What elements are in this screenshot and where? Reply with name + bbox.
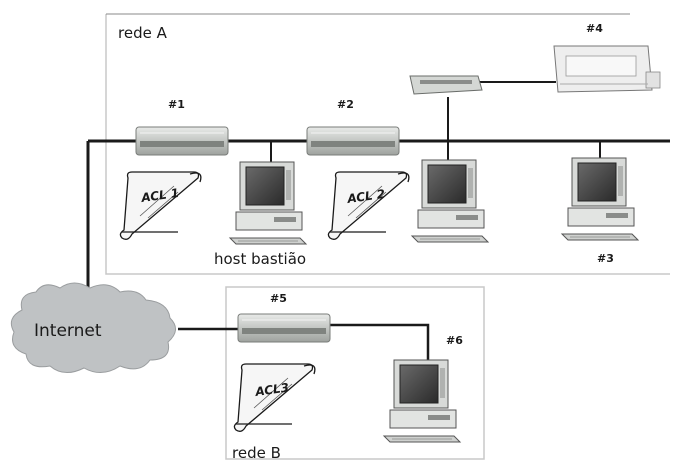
- host-rede-a: [411, 159, 489, 243]
- router-5: [237, 313, 331, 343]
- acl-1-scroll: [119, 171, 202, 240]
- host-3: [561, 157, 639, 241]
- host-6-label: #6: [446, 334, 463, 347]
- acl-3-label: ACL3: [253, 380, 289, 399]
- printer-4-label: #4: [586, 22, 603, 35]
- rede-b-label: rede B: [232, 444, 281, 462]
- acl-3-scroll: [233, 363, 316, 432]
- router-1-label: #1: [168, 98, 185, 111]
- router-2: [306, 126, 400, 156]
- router-5-label: #5: [270, 292, 287, 305]
- acl-2-label: ACL 2: [345, 187, 385, 206]
- router-2-label: #2: [337, 98, 354, 111]
- host-3-label: #3: [597, 252, 614, 265]
- router-1: [135, 126, 229, 156]
- internet-cloud: [10, 282, 176, 373]
- acl-1-label: ACL 1: [139, 186, 179, 205]
- bastion-host-label: host bastião: [214, 250, 306, 268]
- host-6: [383, 359, 461, 443]
- bastion-host: [229, 161, 307, 245]
- rede-b-boundary: [225, 286, 485, 460]
- internet-label: Internet: [34, 321, 102, 341]
- rede-a-label: rede A: [118, 24, 168, 42]
- acl-2-scroll: [327, 171, 410, 240]
- rede-a-boundary: [105, 14, 670, 275]
- router5-to-host6-line: [330, 323, 430, 362]
- hub: [409, 75, 483, 95]
- printer-4: [553, 45, 661, 93]
